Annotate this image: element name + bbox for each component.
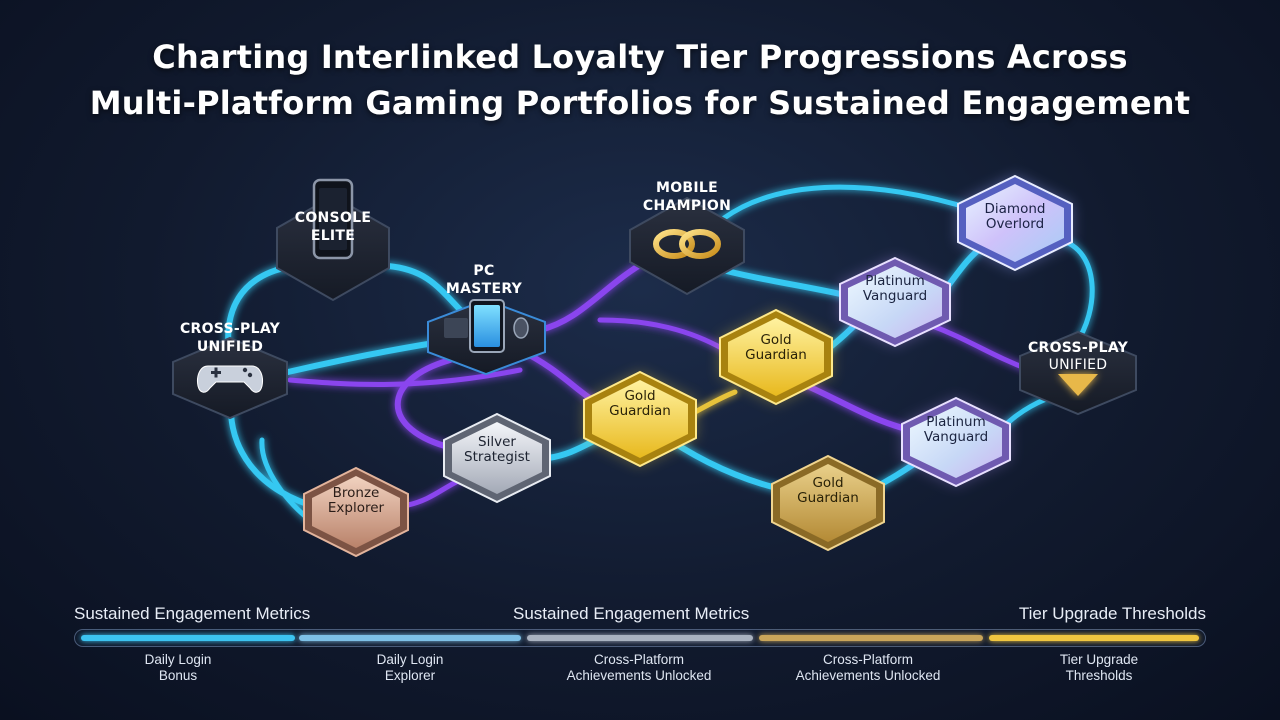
tier-node-diamond-overlord: Diamond Overlord	[957, 174, 1073, 272]
segment-label-4-line1: Cross-Platform	[822, 652, 913, 667]
segment-label-1-line2: Bonus	[158, 668, 198, 683]
progress-segment-1	[81, 635, 295, 641]
tier-label-bronze-line1: Bronze	[333, 485, 380, 501]
segment-label-5-line2: Thresholds	[1065, 668, 1133, 683]
pc-setup-icon	[444, 299, 529, 353]
segment-label-2-line1: Daily Login	[376, 652, 444, 667]
link-cyan-mobile-platinum1	[712, 265, 848, 298]
tier-label-silver-line2: Strategist	[464, 449, 530, 465]
tier-node-gold-guardian-3: Gold Guardian	[771, 454, 885, 552]
tier-label-gold2-line1: Gold	[760, 332, 791, 348]
platform-hub-mobile-champion: MOBILE CHAMPION	[629, 180, 745, 296]
platform-label-pc-line1: PC	[473, 263, 494, 279]
linked-rings-icon	[653, 229, 721, 259]
engagement-progress-track	[74, 629, 1206, 647]
link-purple-pc-silver	[394, 357, 455, 451]
progress-segment-5	[989, 635, 1199, 641]
link-purple-pc-gold1	[517, 347, 603, 408]
tier-label-platinum1-line2: Vanguard	[863, 288, 927, 304]
smartphone-icon	[312, 178, 354, 260]
gamepad-icon	[197, 365, 263, 393]
link-purple-platinum1-crossplay	[927, 322, 1033, 373]
tier-node-bronze-explorer: Bronze Explorer	[303, 466, 409, 558]
tier-node-platinum-vanguard-2: Platinum Vanguard	[901, 396, 1011, 488]
chevron-down-icon	[1058, 374, 1098, 396]
segment-label-4-line2: Achievements Unlocked	[795, 668, 941, 683]
platform-hub-crossplay-unified-right: CROSS-PLAY UNIFIED	[1019, 330, 1137, 416]
tier-node-gold-guardian-1: Gold Guardian	[583, 370, 697, 468]
tier-label-bronze-line2: Explorer	[328, 500, 385, 516]
platform-label-pc-line2: MASTERY	[446, 281, 523, 297]
segment-label-1-line1: Daily Login	[144, 652, 212, 667]
platform-label-crossplay-right-line2: UNIFIED	[1049, 357, 1108, 373]
tier-label-platinum2-line1: Platinum	[926, 414, 985, 430]
progress-segment-label-4: Cross-Platform Achievements Unlocked	[768, 652, 968, 684]
link-cyan-bronze-return	[259, 437, 313, 523]
link-purple-gold2-platinum2	[802, 382, 913, 433]
tier-label-gold2-line2: Guardian	[745, 347, 807, 363]
link-purple-pc-mobile	[537, 262, 643, 333]
tier-label-gold3-line1: Gold	[812, 475, 843, 491]
platform-label-mobile-line1: MOBILE	[656, 180, 718, 196]
link-cyan-crossplay-pc	[285, 339, 443, 375]
link-purple-bronze-silver	[405, 477, 463, 508]
progress-segment-4	[759, 635, 983, 641]
segment-label-3-line1: Cross-Platform	[593, 652, 684, 667]
progress-segment-3	[527, 635, 753, 641]
link-cyan-mobile-diamond-arc	[697, 184, 978, 243]
link-cyan-diamond-crossplay	[1057, 237, 1095, 348]
progress-segment-label-1: Daily Login Bonus	[78, 652, 278, 684]
platform-label-crossplay-right-line1: CROSS-PLAY	[1028, 340, 1129, 356]
tier-label-gold1-line2: Guardian	[609, 403, 671, 419]
page-title-line-1: Charting Interlinked Loyalty Tier Progre…	[152, 38, 1128, 76]
page-title-line-2: Multi-Platform Gaming Portfolios for Sus…	[89, 84, 1191, 122]
platform-label-mobile-line2: CHAMPION	[643, 198, 731, 214]
link-purple-pc-gold2	[597, 317, 728, 353]
platform-hub-crossplay-unified-left: CROSS-PLAY UNIFIED	[172, 321, 288, 420]
progress-segment-label-5: Tier Upgrade Thresholds	[999, 652, 1199, 684]
platform-label-console-line1: CONSOLE	[295, 210, 371, 226]
tier-label-gold3-line2: Guardian	[797, 490, 859, 506]
tier-label-silver-line1: Silver	[478, 434, 516, 450]
segment-label-3-line2: Achievements Unlocked	[566, 668, 712, 683]
progress-heading-center: Sustained Engagement Metrics	[513, 604, 750, 623]
platform-label-crossplay-left-line2: UNIFIED	[197, 339, 263, 355]
segment-label-2-line2: Explorer	[384, 668, 436, 683]
tier-node-platinum-vanguard-1: Platinum Vanguard	[839, 256, 951, 348]
platform-hub-console-elite: CONSOLE ELITE	[276, 178, 390, 302]
tier-node-gold-guardian-2: Gold Guardian	[719, 308, 833, 406]
tier-node-silver-strategist: Silver Strategist	[443, 412, 551, 504]
progress-heading-left: Sustained Engagement Metrics	[74, 604, 311, 623]
tier-label-diamond-line1: Diamond	[985, 201, 1046, 217]
link-purple-pc-arc	[287, 367, 523, 387]
tier-label-gold1-line1: Gold	[624, 388, 655, 404]
progress-heading-right: Tier Upgrade Thresholds	[1018, 604, 1206, 623]
page-title: Charting Interlinked Loyalty Tier Progre…	[0, 34, 1280, 126]
progress-segment-2	[299, 635, 521, 641]
platform-label-console-line2: ELITE	[311, 228, 355, 244]
link-cyan-gold1-gold3	[667, 437, 788, 493]
progress-segment-label-2: Daily Login Explorer	[310, 652, 510, 684]
tier-label-diamond-line2: Overlord	[986, 216, 1044, 232]
progress-segment-label-3: Cross-Platform Achievements Unlocked	[539, 652, 739, 684]
platform-label-crossplay-left-line1: CROSS-PLAY	[180, 321, 281, 337]
tier-label-platinum1-line1: Platinum	[865, 273, 924, 289]
tier-label-platinum2-line2: Vanguard	[924, 429, 988, 445]
platform-hub-pc-mastery: PC MASTERY	[427, 263, 546, 376]
segment-label-5-line1: Tier Upgrade	[1059, 652, 1139, 667]
